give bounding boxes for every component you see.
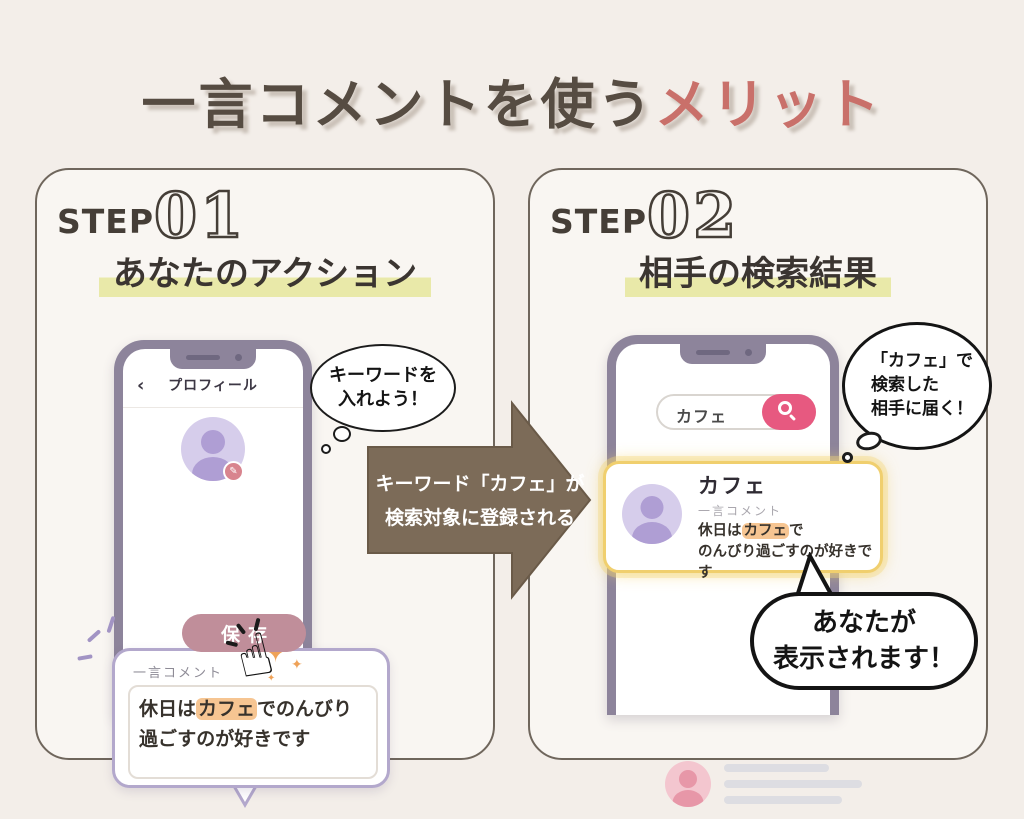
camera-icon [235,354,242,361]
comment-text-post: でのんびり過ごすのが好きです [139,698,353,751]
emphasis-mark [77,654,93,661]
comment-keyword: カフェ [196,698,258,720]
arrow-line1: キーワード「カフェ」が [375,473,585,495]
result-info: カフェ 一言コメント 休日はカフェで のんびり過ごすのが好きです [698,470,880,584]
result-comment-label: 一言コメント [698,504,783,518]
magnifier-icon [778,401,792,415]
search-value: カフェ [676,407,728,426]
camera-icon [745,349,752,356]
step1-label: STEP [57,201,155,241]
save-button[interactable]: 保存 [182,614,306,652]
step1-heading: あなたのアクション [37,246,493,297]
result-name: カフェ [698,474,767,498]
magnifier-icon [788,413,797,422]
step2-heading-text: 相手の検索結果 [625,246,891,297]
step2-number: 02 [646,179,740,252]
comment-input[interactable]: 休日はカフェでのんびり過ごすのが好きです [128,685,378,779]
thought-line: 相手に届く！ [871,398,973,419]
thought-line: キーワードを [329,364,437,386]
divider [123,407,303,408]
phone-notch [680,344,766,364]
search-input[interactable]: カフェ [656,394,816,430]
page-title: 一言コメントを使うメリット [0,60,1024,139]
keyword-thought-bubble: キーワードを 入れよう！ [310,344,456,432]
result-row-avatar [665,761,711,807]
profile-header: ‹ プロフィール [123,375,303,401]
search-button[interactable] [762,394,816,430]
thought-line: 入れよう！ [338,389,428,410]
search-result-card[interactable]: カフェ 一言コメント 休日はカフェで のんびり過ごすのが好きです [603,461,883,581]
sparkle-icon: ✦ [267,673,276,684]
profile-title: プロフィール [168,378,258,394]
placeholder-text-bar [724,796,842,804]
profile-avatar [181,417,245,481]
placeholder-text-bar [724,780,862,788]
placeholder-text-bar [724,764,829,772]
phone-notch [170,349,256,369]
page-title-accent: メリット [654,73,883,136]
emphasis-mark [86,629,102,643]
edit-avatar-button[interactable]: ✎ [223,461,244,482]
arrow-line2: 検索対象に登録される [384,507,575,530]
delivered-thought-bubble: 「カフェ」で 検索した 相手に届く！ [842,322,992,450]
result-comment-line2: のんびり過ごすのが好きです [698,544,873,582]
comment-card: 一言コメント ✦ ✦ ✦ 休日はカフェでのんびり過ごすのが好きです [112,635,390,788]
step1-number: 01 [153,179,247,252]
comment-card-label: 一言コメント [133,666,224,681]
thought-trail [321,444,331,454]
sparkle-icon: ✦ [291,657,303,673]
speaker-icon [186,355,220,360]
step1-panel: STEP 01 あなたのアクション ‹ プロフィール [35,168,495,808]
back-icon[interactable]: ‹ [137,375,145,396]
result-keyword: カフェ [741,523,789,539]
flow-arrow-caption: キーワード「カフェ」が 検索対象に登録される [368,467,592,535]
flow-arrow [367,400,592,600]
step2-header: STEP 02 [550,179,740,252]
speaker-icon [696,350,730,355]
step2-label: STEP [550,201,648,241]
step2-heading: 相手の検索結果 [530,246,986,297]
comment-text-pre: 休日は [139,698,197,720]
step2-panel: STEP 02 相手の検索結果 カフェ [528,168,992,807]
speech-line: あなたが [811,607,916,638]
thought-trail [333,426,351,442]
page-title-main: 一言コメントを使う [141,73,655,136]
thought-trail [842,452,853,463]
displayed-speech-bubble: あなたが 表示されます！ [750,592,978,690]
thought-line: 検索した [871,375,939,396]
thought-line: 「カフェ」で [871,351,973,372]
result-comment-line1: 休日はカフェで [698,523,804,539]
step1-header: STEP 01 [57,179,247,252]
result-avatar [622,484,682,544]
step1-heading-text: あなたのアクション [98,246,432,297]
speech-line: 表示されます！ [772,644,955,674]
